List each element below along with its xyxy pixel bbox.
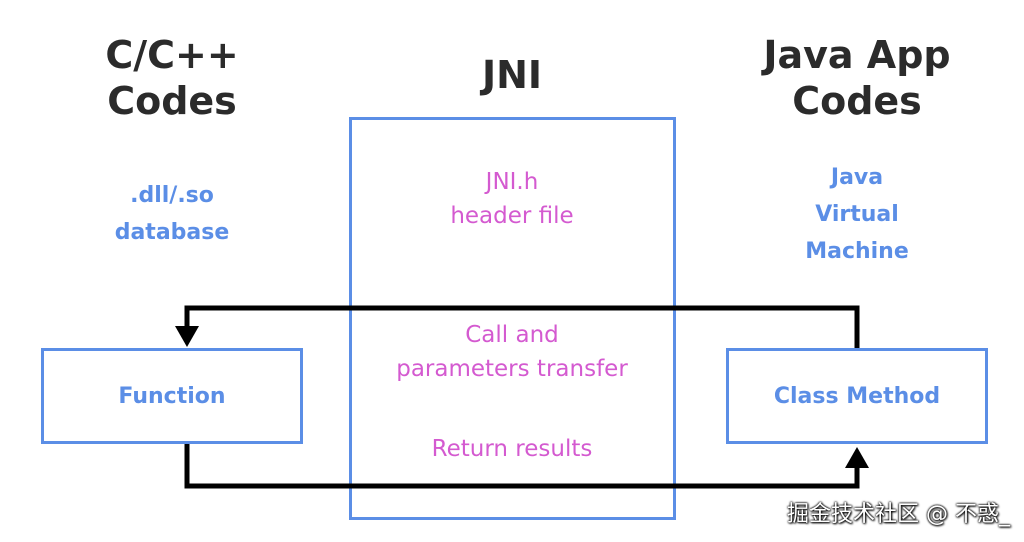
database-line: database	[114, 220, 230, 245]
class-method-label: Class Method	[773, 383, 941, 409]
class-method-box: Class Method	[726, 348, 988, 444]
cpp-heading-line-2: Codes	[107, 79, 237, 123]
call-parameters-label: Call and parameters transfer	[352, 318, 672, 386]
call-arrow	[175, 305, 860, 348]
jvm-label: Java Virtual Machine	[757, 159, 957, 270]
jvm-line-1: Java	[830, 165, 884, 190]
cpp-heading-line-1: C/C++	[105, 33, 239, 77]
jni-h-header-label: JNI.h header file	[352, 165, 672, 233]
function-box: Function	[41, 348, 303, 444]
cpp-codes-heading: C/C++ Codes	[72, 32, 272, 124]
jvm-line-2: Virtual	[815, 202, 899, 227]
return-arrow-head	[845, 447, 869, 468]
function-label: Function	[118, 383, 226, 409]
call-line-2: parameters transfer	[396, 356, 628, 382]
call-arrow-head	[175, 326, 199, 347]
call-line-1: Call and	[465, 322, 559, 348]
jni-h-line: JNI.h	[485, 169, 539, 195]
watermark: 掘金技术社区 @ 不惑_	[787, 502, 1010, 527]
header-file-line: header file	[450, 203, 574, 229]
call-arrow-line	[184, 305, 860, 348]
jvm-line-3: Machine	[805, 239, 909, 264]
jni-box	[349, 117, 676, 520]
return-arrow-line	[184, 444, 860, 489]
return-arrow	[184, 444, 869, 489]
dll-so-database-label: .dll/.so database	[72, 177, 272, 251]
dll-so-line: .dll/.so	[130, 183, 214, 208]
jni-heading: JNI	[481, 53, 543, 97]
java-app-codes-heading: Java App Codes	[737, 32, 977, 124]
java-heading-line-1: Java App	[763, 33, 951, 77]
return-results-label: Return results	[431, 436, 593, 462]
java-heading-line-2: Codes	[792, 79, 922, 123]
